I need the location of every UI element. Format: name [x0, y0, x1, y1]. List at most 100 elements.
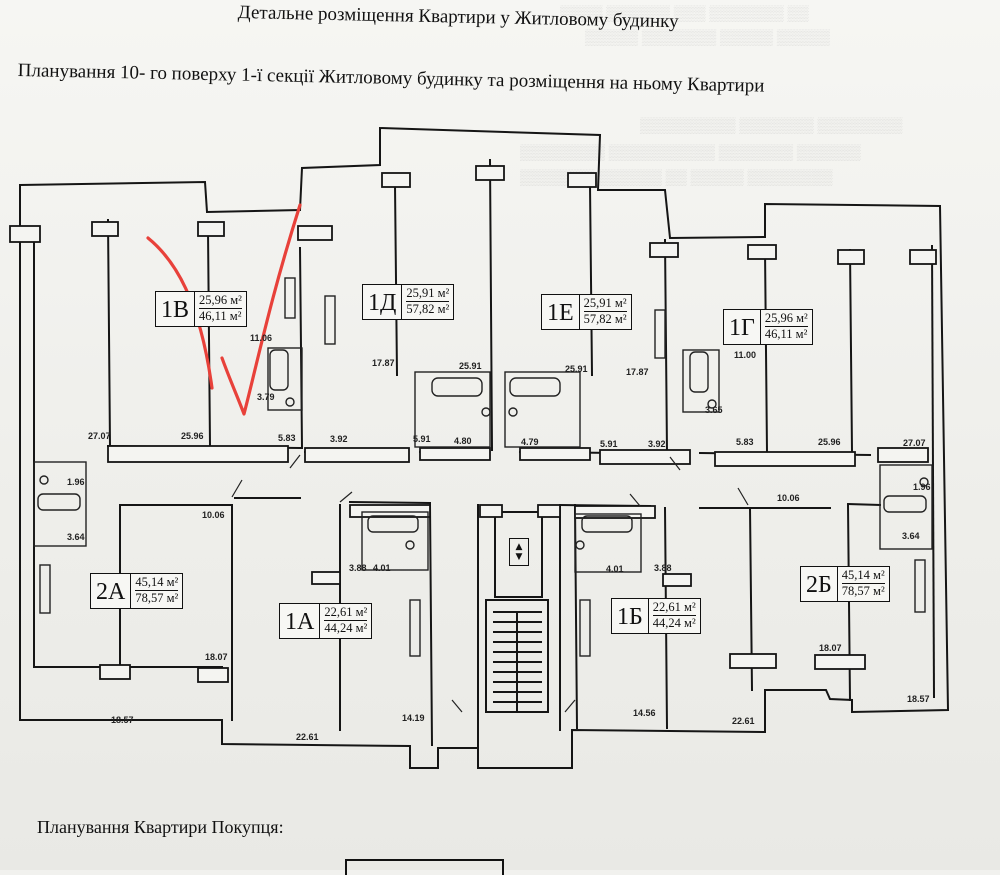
- outer-wall: [19, 126, 950, 769]
- room-dimension: 11.00: [734, 350, 757, 360]
- room-dimension: 3.64: [902, 531, 920, 541]
- inner-wall-right: [930, 244, 936, 699]
- elevator-icon: ▲▼: [509, 538, 529, 566]
- room-dimension: 18.57: [111, 715, 134, 725]
- bathroom: [682, 349, 720, 413]
- apartment-code: 1Д: [363, 285, 403, 319]
- bathtub: [689, 351, 709, 393]
- bathroom: [574, 513, 642, 573]
- total-area: 78,57 м²: [135, 591, 179, 605]
- apartment-code: 1Б: [612, 599, 649, 633]
- room-dimension: 18.57: [907, 694, 930, 704]
- room-dimension: 25.91: [459, 361, 482, 371]
- bathroom: [361, 511, 429, 571]
- elevator-shaft: [494, 511, 543, 598]
- room-dimension: 4.01: [606, 564, 624, 574]
- room-dimension: 14.56: [633, 708, 656, 718]
- room-dimension: 11.06: [250, 333, 273, 343]
- room-dimension: 25.96: [181, 431, 204, 441]
- total-area: 57,82 м²: [583, 312, 627, 326]
- room-dimension: 3.65: [705, 405, 723, 415]
- living-area: 45,14 м²: [135, 575, 179, 591]
- room-dimension: 18.07: [205, 652, 228, 662]
- bleed-through-text: ▒▒▒▒ ▒▒▒▒▒▒ ▒▒▒ ▒▒▒▒▒▒▒ ▒▒: [560, 6, 809, 22]
- kitchen-counter: [654, 309, 666, 359]
- living-area: 25,91 м²: [406, 286, 450, 302]
- bleed-through-text: ▒▒▒▒▒▒▒▒ ▒▒▒▒▒▒▒▒▒▒ ▒▒▒▒▒▒▒ ▒▒▒▒▒▒: [520, 145, 861, 161]
- room-dimension: 5.83: [736, 437, 754, 447]
- room-dimension: 4.79: [521, 437, 539, 447]
- bathroom: [33, 461, 87, 547]
- bathroom: [267, 347, 303, 411]
- room-dimension: 18.07: [819, 643, 842, 653]
- room-dimension: 25.96: [818, 437, 841, 447]
- room-dimension: 27.07: [88, 431, 111, 441]
- total-area: 44,24 м²: [324, 621, 368, 635]
- kitchen-counter: [324, 295, 336, 345]
- living-area: 22,61 м²: [324, 605, 368, 621]
- room-dimension: 1.96: [913, 482, 931, 492]
- room-dimension: 10.06: [202, 510, 225, 520]
- inner-wall-left: [33, 227, 223, 668]
- bathtub: [431, 377, 483, 397]
- stair-treads: [493, 611, 542, 713]
- apartment-code: 2А: [91, 574, 132, 608]
- room-dimension: 3.92: [648, 439, 666, 449]
- total-area: 44,24 м²: [652, 616, 696, 630]
- total-area: 57,82 м²: [406, 302, 450, 316]
- core-wall: [477, 504, 561, 749]
- kitchen-counter: [284, 277, 296, 319]
- room-dimension: 3.64: [67, 532, 85, 542]
- room-dimension: 4.80: [454, 436, 472, 446]
- room-dimension: 3.92: [330, 434, 348, 444]
- kitchen-counter: [409, 599, 421, 657]
- bathtub: [367, 515, 419, 533]
- bathtub: [269, 349, 289, 391]
- bathroom: [879, 464, 933, 550]
- kitchen-counter: [39, 564, 51, 614]
- apartment-code: 1Е: [542, 295, 580, 329]
- room-dimension: 3.88: [654, 563, 672, 573]
- bathroom: [504, 371, 581, 448]
- room-dimension: 14.19: [402, 713, 425, 723]
- footer-label: Планування Квартири Покупця:: [37, 817, 284, 837]
- living-area: 25,96 м²: [199, 293, 242, 309]
- living-area: 45,14 м²: [841, 568, 885, 584]
- apartment-code: 2Б: [801, 567, 838, 601]
- room-dimension: 22.61: [296, 732, 319, 742]
- bathtub: [581, 515, 633, 533]
- room-dimension: 5.91: [413, 434, 431, 444]
- total-area: 78,57 м²: [841, 584, 885, 598]
- bathtub: [883, 495, 927, 513]
- apartment-code: 1А: [280, 604, 321, 638]
- apartment-plan-frame: [345, 859, 504, 875]
- room-dimension: 5.91: [600, 439, 618, 449]
- living-area: 25,91 м²: [583, 296, 627, 312]
- room-dimension: 17.87: [626, 367, 649, 377]
- kitchen-counter: [914, 559, 926, 613]
- bathroom: [414, 371, 491, 448]
- living-area: 25,96 м²: [764, 311, 808, 327]
- kitchen-counter: [579, 599, 591, 657]
- apartment-code: 1Г: [724, 310, 761, 344]
- room-dimension: 1.96: [67, 477, 85, 487]
- living-area: 22,61 м²: [652, 600, 696, 616]
- total-area: 46,11 м²: [199, 309, 242, 323]
- room-dimension: 3.88: [349, 563, 367, 573]
- room-dimension: 10.06: [777, 493, 800, 503]
- bathtub: [509, 377, 561, 397]
- room-dimension: 17.87: [372, 358, 395, 368]
- room-dimension: 25.91: [565, 364, 588, 374]
- room-dimension: 22.61: [732, 716, 755, 726]
- room-dimension: 3.79: [257, 392, 275, 402]
- apartment-code: 1В: [156, 292, 196, 326]
